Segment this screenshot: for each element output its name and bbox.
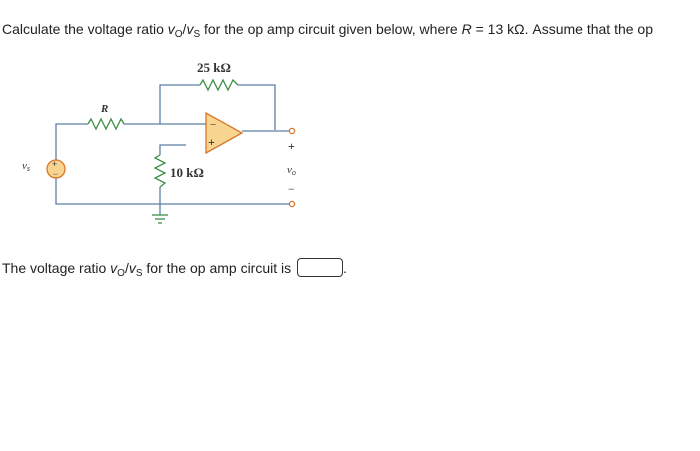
- input-resistor-label: R: [100, 103, 108, 115]
- voltage-source: [46, 159, 66, 179]
- question-vo-sub: O: [174, 29, 183, 40]
- question-middle: for the op amp circuit given below, wher…: [200, 21, 462, 37]
- answer-vo-var: v: [110, 260, 118, 276]
- question-slash: /: [182, 21, 187, 37]
- question-r-var: R: [461, 21, 472, 37]
- answer-vo-sub: O: [117, 268, 125, 279]
- ground-resistor-label: 10 kΩ: [170, 165, 204, 180]
- op-amp: [205, 111, 244, 155]
- answer-period: .: [343, 260, 347, 276]
- answer-sentence: The voltage ratio vO/vS for the op amp c…: [2, 258, 347, 284]
- answer-input[interactable]: [297, 258, 344, 277]
- circuit-wires: [55, 84, 290, 215]
- question-text: Calculate the voltage ratio vO/vS for th…: [2, 20, 700, 44]
- question-vs-var: v: [186, 21, 194, 37]
- feedback-resistor: [199, 78, 239, 92]
- output-plus: +: [288, 139, 295, 153]
- voltage-source-plus: +: [52, 159, 57, 169]
- op-amp-minus: −: [210, 119, 216, 131]
- ground-resistor: [153, 154, 167, 188]
- answer-slash: /: [124, 260, 129, 276]
- question-vs-sub: S: [193, 29, 201, 40]
- answer-vs-var: v: [128, 260, 136, 276]
- source-label: vs: [22, 160, 30, 173]
- voltage-source-minus: −: [53, 169, 58, 179]
- answer-suffix: for the op amp circuit is: [142, 260, 292, 276]
- answer-vs-sub: S: [135, 268, 143, 279]
- question-r-value: = 13 kΩ. Assume that the op: [471, 21, 653, 37]
- output-terminal-bottom: [288, 200, 296, 208]
- output-terminal-top: [288, 127, 296, 135]
- feedback-resistor-label: 25 kΩ: [197, 60, 231, 75]
- output-label: vo: [287, 164, 296, 177]
- question-prefix: Calculate the voltage ratio: [2, 21, 168, 37]
- ground-symbol: [152, 214, 168, 224]
- output-minus: −: [288, 182, 295, 196]
- question-vo-var: v: [167, 21, 175, 37]
- input-resistor: [87, 117, 125, 131]
- circuit-diagram: 25 kΩ R 10 kΩ − + + − vs + vo −: [22, 60, 296, 224]
- op-amp-plus: +: [208, 135, 215, 149]
- answer-prefix: The voltage ratio: [2, 260, 111, 276]
